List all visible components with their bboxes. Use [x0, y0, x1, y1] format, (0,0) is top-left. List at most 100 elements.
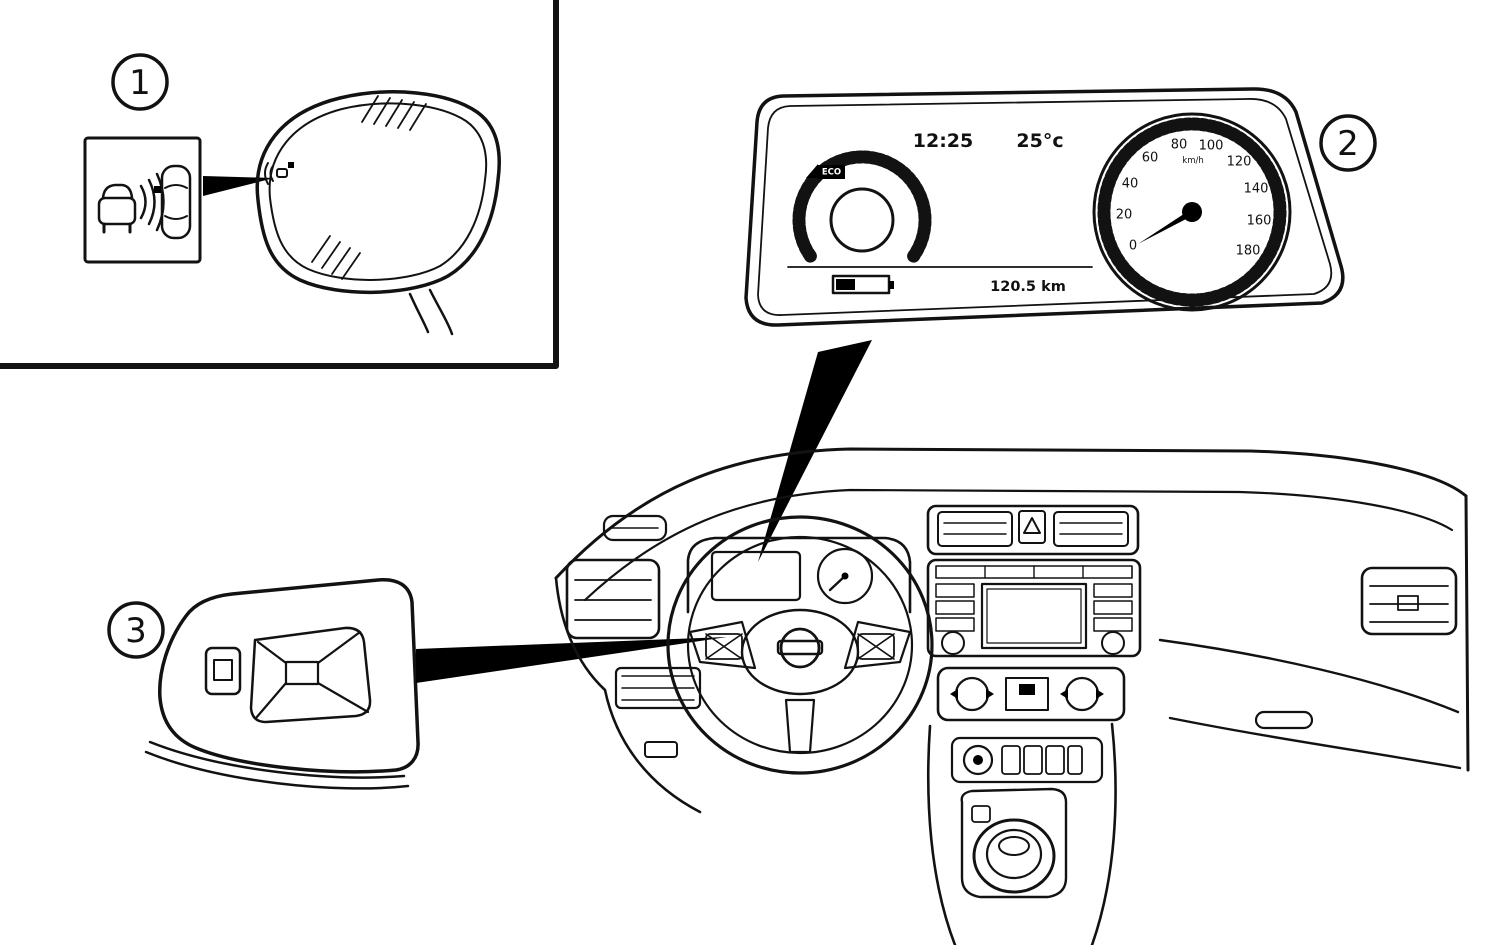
inset-panel-border [0, 0, 559, 369]
console-switch-row [950, 736, 1104, 784]
drive-mode-knob [962, 744, 994, 776]
center-vent-left-slats [943, 522, 1007, 535]
temp-knob [954, 676, 990, 712]
audio-head-unit [926, 558, 1142, 658]
speedometer-needle [1138, 206, 1196, 244]
speed-tick-180: 180 [1236, 244, 1261, 259]
battery-terminal [889, 281, 894, 289]
wheel-hub [740, 608, 860, 696]
car-rear-roof [101, 183, 134, 200]
callout-3-label: 3 [125, 611, 147, 651]
dash-right-edge [1464, 494, 1470, 772]
speedometer-bezel [1092, 112, 1292, 312]
speed-tick-20: 20 [1116, 208, 1133, 223]
radar-waves-icon [139, 172, 165, 232]
right-air-vent-slats [1369, 585, 1449, 623]
four-way-cross-lines [254, 630, 370, 720]
indicator-wave-glyph [264, 162, 274, 185]
console-side-edges [926, 722, 1117, 945]
speed-tick-80: 80 [1171, 138, 1188, 153]
switch-lower-lip [144, 740, 410, 790]
side-mirror-drawing [255, 90, 502, 336]
speed-tick-60: 60 [1142, 151, 1159, 166]
right-button-3 [1093, 617, 1133, 632]
power-gauge: ECO [792, 150, 932, 263]
glovebox-lines [1158, 638, 1462, 770]
right-button-1 [1093, 583, 1133, 598]
callout-3-circle [107, 601, 165, 659]
car-top-view-windows [164, 184, 188, 220]
console-switch-1 [1001, 745, 1021, 775]
infotainment-screen-inner [986, 588, 1082, 644]
speedometer-hub [1182, 202, 1202, 222]
eco-box [818, 165, 845, 179]
callout-2-label: 2 [1337, 124, 1359, 164]
switch-side-button [204, 646, 242, 696]
volume-knob [941, 631, 965, 655]
center-vent-left [937, 511, 1013, 547]
gauge-small-hub [841, 572, 849, 580]
center-vent-right [1053, 511, 1129, 547]
power-gauge-dial [829, 187, 895, 253]
left-air-vent-slats [574, 579, 652, 621]
right-air-vent [1360, 566, 1458, 636]
speed-unit-label: km/h [1182, 156, 1203, 166]
speed-tick-160: 160 [1247, 214, 1272, 229]
cluster-odometer: 120.5 km [990, 279, 1066, 295]
callout-2-circle [1319, 114, 1377, 172]
right-button-2 [1093, 600, 1133, 615]
dash-left-edge [554, 576, 702, 814]
steering-switch-panel: 3 [107, 577, 420, 790]
icon-box-border [83, 136, 202, 264]
switch-side-button-inner [213, 659, 233, 681]
shifter-knob-outer [972, 818, 1056, 894]
blind-spot-icon-box [83, 136, 202, 264]
drive-mode-knob-dot [973, 755, 983, 765]
eco-wedge [806, 164, 818, 178]
dash-top-surface-line [583, 488, 1454, 602]
hazard-button [1018, 510, 1046, 544]
cluster-display-small [710, 550, 802, 602]
switch-location-arrow [416, 637, 727, 683]
center-console [926, 722, 1117, 945]
speed-tick-120: 120 [1227, 155, 1252, 170]
temp-left-arrow-icon [950, 689, 958, 699]
brand-emblem-bar [776, 639, 824, 656]
left-button-2 [935, 600, 975, 615]
mirror-stalk [408, 288, 454, 336]
cluster-temperature: 25°c [1016, 130, 1063, 152]
infotainment-screen [980, 582, 1088, 650]
mirror-inset-panel: 1 [0, 0, 559, 369]
speed-tick-140: 140 [1244, 182, 1269, 197]
hood-release-lever [644, 741, 678, 758]
four-way-center-button [284, 660, 320, 686]
windshield-base-line [554, 447, 1468, 580]
instrument-cluster-panel: 12:25 25°c ECO 120.5 km 0 20 40 60 80 1 [744, 87, 1377, 327]
car-top-view-body [160, 164, 192, 240]
mirror-pointer-arrow [203, 176, 274, 196]
wheel-lower-spoke [784, 698, 816, 754]
wheel-right-spoke [843, 620, 912, 670]
cluster-clock: 12:25 [913, 130, 973, 152]
right-spoke-switch-cross [857, 633, 895, 660]
brand-emblem-circle [779, 627, 821, 669]
fan-left-arrow-icon [1060, 689, 1068, 699]
mirror-indicator-icon [264, 162, 294, 185]
glovebox-handle [1254, 710, 1314, 730]
left-button-1 [935, 583, 975, 598]
mirror-glass-outline [268, 102, 488, 281]
switch-bezel-outline [158, 577, 420, 774]
left-air-vent [565, 558, 661, 640]
eco-label: ECO [822, 168, 841, 178]
dashboard-illustration [554, 447, 1470, 945]
right-vent-tab [1397, 595, 1419, 611]
shifter-platform [960, 787, 1068, 899]
fan-knob [1064, 676, 1100, 712]
climate-display [1005, 677, 1049, 711]
console-switch-3 [1045, 745, 1065, 775]
top-button-dividers [984, 565, 1084, 579]
console-switch-2 [1023, 745, 1043, 775]
shifter-knob-mid [985, 828, 1043, 880]
